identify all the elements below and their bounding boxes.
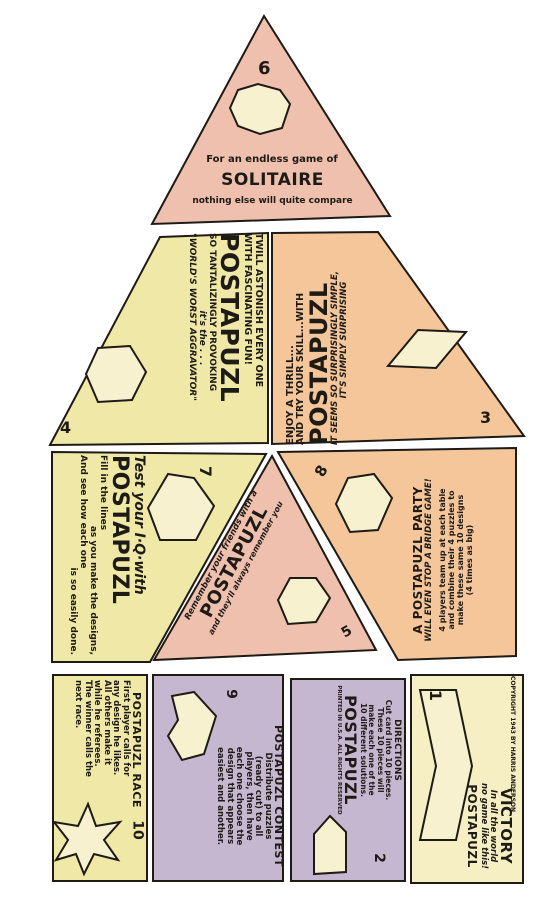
solitaire-title: SOLITAIRE	[221, 170, 324, 190]
contest-title: POSTAPUZL CONTEST	[272, 725, 285, 867]
line-6: easiest and another.	[215, 747, 226, 845]
cutout-shape	[228, 82, 292, 136]
line-2: These 10 pieces will	[375, 707, 385, 793]
cutout-shape	[385, 328, 469, 370]
brand-postapuzl: POSTAPUZL	[465, 784, 480, 868]
cutout-shape	[334, 472, 394, 534]
line-1: A POSTAPUZL PARTY	[411, 486, 425, 634]
piece-4: 4 TWILL ASTONISH EVERY ONE WITH FASCINAT…	[48, 231, 269, 447]
piece-1: 1 COPYRIGHT 1943 BY HARRIS ANDERSON VICT…	[410, 674, 524, 884]
cutout-shape	[166, 690, 218, 762]
victory-v-cutout	[418, 689, 474, 841]
piece-number: 10	[129, 820, 146, 840]
line-1: Cut card into 10 pieces.	[383, 699, 393, 801]
line-6: (4 times as big)	[464, 524, 474, 596]
piece-3: 3 ENJOY A THRILL... AND TRY YOUR SKILL..…	[271, 230, 526, 446]
line-3: no game like this!	[478, 782, 489, 870]
brand-postapuzl: POSTAPUZL	[341, 695, 361, 805]
star-cutout	[51, 801, 123, 877]
line-4: each one choose the	[234, 746, 245, 846]
line-4: while he referees.	[92, 680, 103, 767]
line-2: WILL EVEN STOP A BRIDGE GAME!	[424, 478, 435, 642]
piece-number: 3	[480, 408, 492, 427]
piece-number: 6	[258, 58, 271, 79]
tagline-top: For an endless game of	[206, 154, 338, 165]
line-5: PRINTED IN U.S.A. ALL RIGHTS RESERVED	[336, 685, 343, 815]
piece-7: 7 Test your I·Q·with POSTAPUZL Fill in t…	[51, 450, 268, 663]
line-2: (ready cut) to all	[253, 755, 264, 837]
piece-10: 10 POSTAPUZL RACE First player calls for…	[51, 674, 148, 882]
race-title: POSTAPUZL RACE	[130, 692, 143, 808]
cutout-shape	[313, 814, 347, 876]
cutout-shape	[276, 577, 332, 626]
victory-title: VICTORY	[497, 787, 515, 865]
line-5: The winner calls the	[82, 680, 93, 777]
tagline-bottom: nothing else will quite compare	[192, 196, 353, 206]
piece-number: 4	[60, 418, 72, 437]
line-5: design that appears	[224, 747, 235, 845]
directions-title: DIRECTIONS	[392, 719, 402, 781]
line-3: players, then have	[243, 751, 254, 841]
line-2: any design he likes.	[111, 680, 122, 776]
line-3: All others make it	[101, 680, 112, 766]
piece-number: 2	[370, 853, 387, 863]
cutout-shape	[84, 344, 148, 404]
line-6: next race.	[73, 680, 84, 729]
piece-number: 1	[426, 689, 446, 702]
line-2: In all the world	[488, 789, 499, 863]
piece-8: 8 A POSTAPUZL PARTY WILL EVEN STOP A BRI…	[276, 446, 517, 662]
piece-5: 5 Remember your friends with a POSTAPUZL…	[152, 453, 378, 662]
line-3: make each one of the	[367, 704, 377, 796]
piece-2: 2 DIRECTIONS Cut card into 10 pieces. Th…	[290, 678, 406, 882]
piece-number: 9	[222, 689, 239, 699]
line-1: First player calls for	[120, 680, 131, 777]
piece-6: 6 For an endless game of SOLITAIRE nothi…	[0, 0, 550, 230]
piece-9: 9 POSTAPUZL CONTEST Distribute puzzles (…	[152, 674, 285, 882]
line-1: Distribute puzzles	[262, 752, 273, 840]
cutout-shape	[146, 472, 216, 541]
